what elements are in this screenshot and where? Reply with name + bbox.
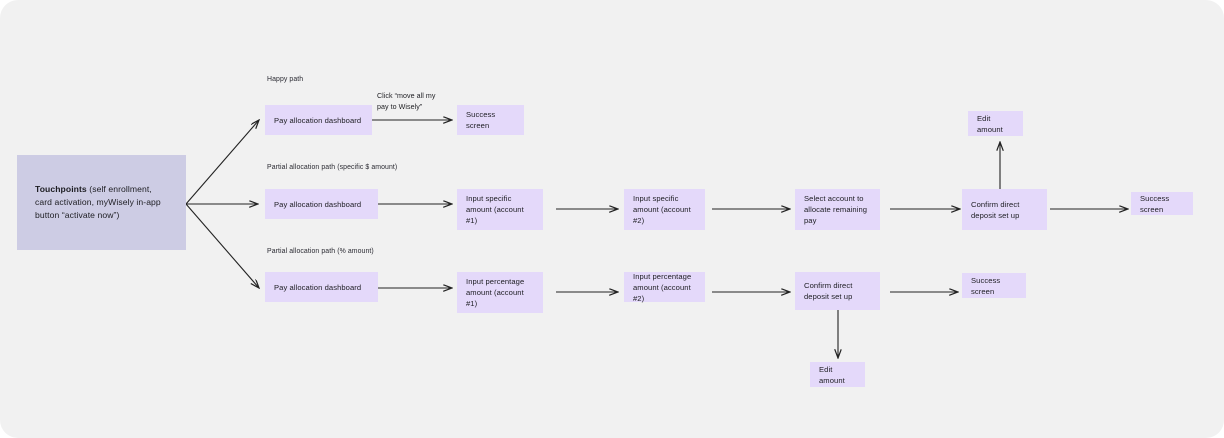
node-label: Pay allocation dashboard <box>274 115 362 125</box>
node-label: Edit amount <box>819 364 845 385</box>
node-percent-pay-allocation-dashboard[interactable]: Pay allocation dashboard <box>265 272 378 302</box>
node-label: Success screen <box>971 275 1001 296</box>
node-touchpoints[interactable]: Touchpoints (self enrollment, card activ… <box>17 155 186 250</box>
lane-label-partial-dollar: Partial allocation path (specific $ amou… <box>267 164 398 171</box>
node-percent-success-screen[interactable]: Success screen <box>962 273 1026 298</box>
node-label: Input percentage amount (account #2) <box>633 271 692 303</box>
node-label: Success screen <box>1140 193 1170 214</box>
node-happy-pay-allocation-dashboard[interactable]: Pay allocation dashboard <box>265 105 372 135</box>
node-percent-input-percentage-amount-1[interactable]: Input percentage amount (account #1) <box>457 272 543 313</box>
connector-start-to-happy <box>185 120 259 205</box>
lane-label-happy-path: Happy path <box>267 76 304 83</box>
node-label: Confirm direct deposit set up <box>804 281 853 301</box>
node-happy-success-screen[interactable]: Success screen <box>457 105 524 135</box>
node-label: Pay allocation dashboard <box>274 282 362 292</box>
node-dollar-input-specific-amount-2[interactable]: Input specific amount (account #2) <box>624 189 705 230</box>
touchpoints-label-bold: Touchpoints <box>35 184 87 195</box>
node-dollar-edit-amount[interactable]: Edit amount <box>968 111 1023 136</box>
node-dollar-input-specific-amount-1[interactable]: Input specific amount (account #1) <box>457 189 543 230</box>
node-dollar-success-screen[interactable]: Success screen <box>1131 192 1193 215</box>
node-label: Select account to allocate remaining pay <box>804 194 868 225</box>
connector-start-to-percent <box>185 203 259 288</box>
node-percent-input-percentage-amount-2[interactable]: Input percentage amount (account #2) <box>624 271 705 303</box>
node-dollar-confirm-direct-deposit[interactable]: Confirm direct deposit set up <box>962 189 1047 230</box>
edge-label-click-move-all: Click “move all my pay to Wisely” <box>377 92 436 111</box>
node-label: Input specific amount (account #2) <box>633 194 691 225</box>
node-label: Input percentage amount (account #1) <box>466 277 525 308</box>
node-dollar-select-account[interactable]: Select account to allocate remaining pay <box>795 189 880 230</box>
touchpoints-label-rest: (self enrollment, card activation, myWis… <box>35 184 161 220</box>
node-label: Confirm direct deposit set up <box>971 199 1020 220</box>
node-label: Pay allocation dashboard <box>274 199 362 209</box>
node-dollar-pay-allocation-dashboard[interactable]: Pay allocation dashboard <box>265 189 378 219</box>
node-label: Edit amount <box>977 113 1003 134</box>
node-label: Input specific amount (account #1) <box>466 194 524 225</box>
node-label: Success screen <box>466 110 496 130</box>
node-percent-edit-amount[interactable]: Edit amount <box>810 362 865 387</box>
node-percent-confirm-direct-deposit[interactable]: Confirm direct deposit set up <box>795 272 880 310</box>
lane-label-partial-percent: Partial allocation path (% amount) <box>267 248 374 255</box>
